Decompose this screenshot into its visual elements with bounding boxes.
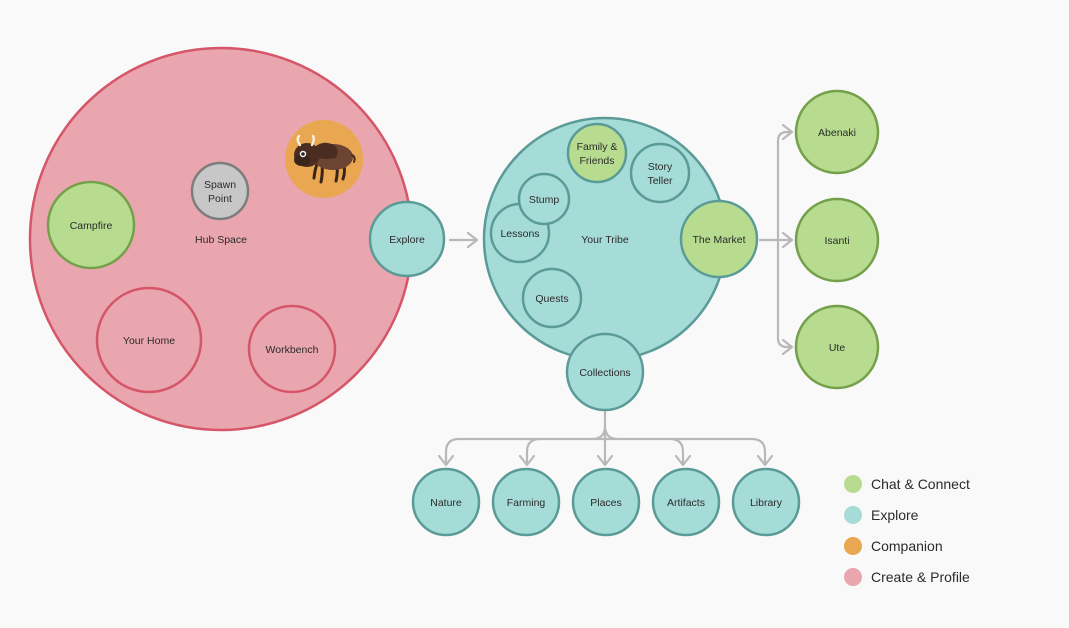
legend-item-explore: Explore	[844, 505, 970, 525]
hub-space-label: Hub Space	[195, 234, 247, 246]
the-market-label: The Market	[692, 234, 745, 246]
abenaki-label: Abenaki	[818, 127, 856, 139]
legend-swatch-create-profile	[844, 568, 862, 586]
legend-item-create-profile: Create & Profile	[844, 567, 970, 587]
family-friends-label-line1: Family &	[577, 141, 618, 153]
quests-label: Quests	[535, 293, 568, 305]
legend-swatch-explore	[844, 506, 862, 524]
ute-label: Ute	[829, 342, 846, 354]
isanti-label: Isanti	[824, 235, 849, 247]
legend-label-create-profile: Create & Profile	[871, 569, 970, 585]
collections-label: Collections	[579, 367, 630, 379]
places-label: Places	[590, 497, 622, 509]
story-teller-node[interactable]	[631, 144, 689, 202]
your-home-label: Your Home	[123, 335, 175, 347]
legend: Chat & Connect Explore Companion Create …	[844, 474, 970, 587]
family-friends-node[interactable]	[568, 124, 626, 182]
nature-label: Nature	[430, 497, 462, 509]
family-friends-label-line2: Friends	[579, 155, 614, 167]
legend-label-companion: Companion	[871, 538, 943, 554]
legend-item-companion: Companion	[844, 536, 970, 556]
arrow-collections-branches	[439, 412, 772, 465]
companion-node[interactable]	[285, 120, 363, 198]
hub-space-group: Hub Space Campfire Spawn Point Your Home…	[30, 48, 412, 430]
library-label: Library	[750, 497, 783, 509]
your-tribe-label: Your Tribe	[581, 234, 629, 246]
farming-label: Farming	[507, 497, 546, 509]
explore-label: Explore	[389, 234, 425, 246]
legend-swatch-companion	[844, 537, 862, 555]
stump-label: Stump	[529, 194, 560, 206]
legend-item-chat-connect: Chat & Connect	[844, 474, 970, 494]
legend-label-explore: Explore	[871, 507, 918, 523]
spawn-point-label-line2: Point	[208, 193, 232, 205]
story-teller-label-line1: Story	[648, 161, 673, 173]
spawn-point-label-line1: Spawn	[204, 179, 236, 191]
workbench-label: Workbench	[266, 344, 319, 356]
arrow-explore-to-tribe	[450, 233, 477, 247]
artifacts-label: Artifacts	[667, 497, 705, 509]
campfire-label: Campfire	[70, 220, 113, 232]
story-teller-label-line2: Teller	[647, 175, 673, 187]
legend-label-chat-connect: Chat & Connect	[871, 476, 970, 492]
legend-swatch-chat-connect	[844, 475, 862, 493]
lessons-label: Lessons	[500, 228, 539, 240]
arrow-market-branches	[760, 125, 792, 354]
spawn-point-node[interactable]	[192, 163, 248, 219]
